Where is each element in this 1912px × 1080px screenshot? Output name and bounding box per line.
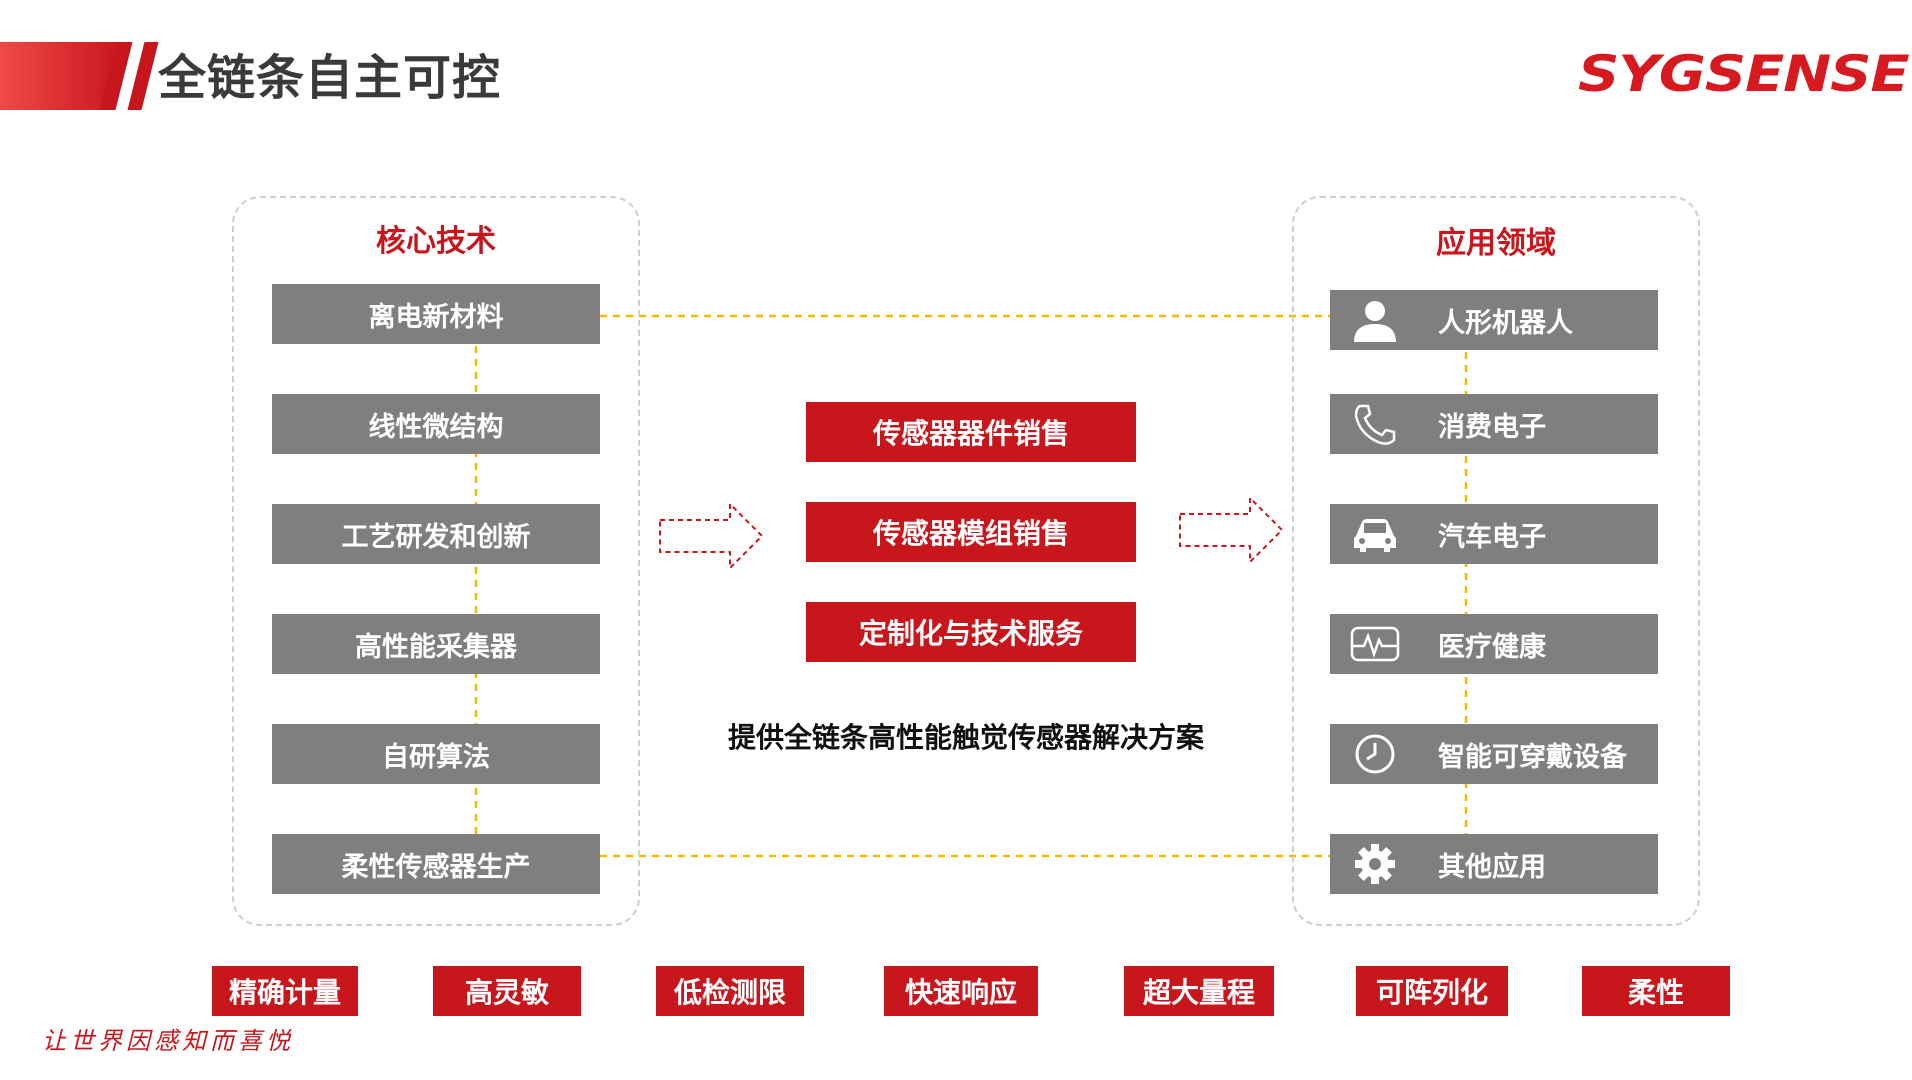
application-item: 消费电子 [1330, 394, 1658, 454]
core-tech-item: 自研算法 [272, 724, 600, 784]
feature-badge: 低检测限 [656, 966, 804, 1016]
solution-text: 提供全链条高性能触觉传感器解决方案 [727, 721, 1204, 754]
application-label: 汽车电子 [1438, 521, 1546, 553]
application-item: 其他应用 [1330, 834, 1658, 894]
application-label: 消费电子 [1438, 411, 1546, 443]
gear-icon [1355, 844, 1395, 884]
heartbeat-icon [1350, 626, 1400, 662]
applications-title: 应用领域 [1436, 226, 1556, 261]
application-label: 医疗健康 [1438, 631, 1546, 663]
phone-icon [1354, 404, 1396, 445]
page-title: 全链条自主可控 [158, 50, 502, 106]
brand-logo: SYGSENSE [1578, 45, 1910, 103]
feature-badge: 柔性 [1582, 966, 1730, 1016]
person-icon [1354, 301, 1396, 342]
feature-badge: 可阵列化 [1356, 966, 1508, 1016]
application-label: 人形机器人 [1438, 307, 1573, 339]
service-item: 定制化与技术服务 [806, 602, 1136, 662]
core-tech-title: 核心技术 [376, 224, 496, 259]
flow-arrow-left [659, 501, 764, 571]
core-tech-item: 离电新材料 [272, 284, 600, 344]
feature-badge: 快速响应 [884, 966, 1038, 1016]
application-item: 人形机器人 [1330, 290, 1658, 350]
service-item: 传感器器件销售 [806, 402, 1136, 462]
feature-badge: 超大量程 [1124, 966, 1274, 1016]
core-tech-item: 线性微结构 [272, 394, 600, 454]
applications-panel [1292, 196, 1700, 926]
flow-arrow-right [1179, 495, 1284, 565]
application-item: 医疗健康 [1330, 614, 1658, 674]
core-tech-item: 柔性传感器生产 [272, 834, 600, 894]
application-label: 其他应用 [1438, 851, 1546, 883]
application-label: 智能可穿戴设备 [1438, 741, 1627, 773]
car-icon [1354, 519, 1396, 552]
service-item: 传感器模组销售 [806, 502, 1136, 562]
core-tech-item: 工艺研发和创新 [272, 504, 600, 564]
feature-badge: 精确计量 [212, 966, 358, 1016]
feature-badge: 高灵敏 [433, 966, 581, 1016]
core-tech-item: 高性能采集器 [272, 614, 600, 674]
application-item: 智能可穿戴设备 [1330, 724, 1658, 784]
slogan: 让世界因感知而喜悦 [42, 1027, 294, 1055]
core-tech-panel [232, 196, 640, 926]
application-item: 汽车电子 [1330, 504, 1658, 564]
clock-icon [1355, 734, 1395, 774]
